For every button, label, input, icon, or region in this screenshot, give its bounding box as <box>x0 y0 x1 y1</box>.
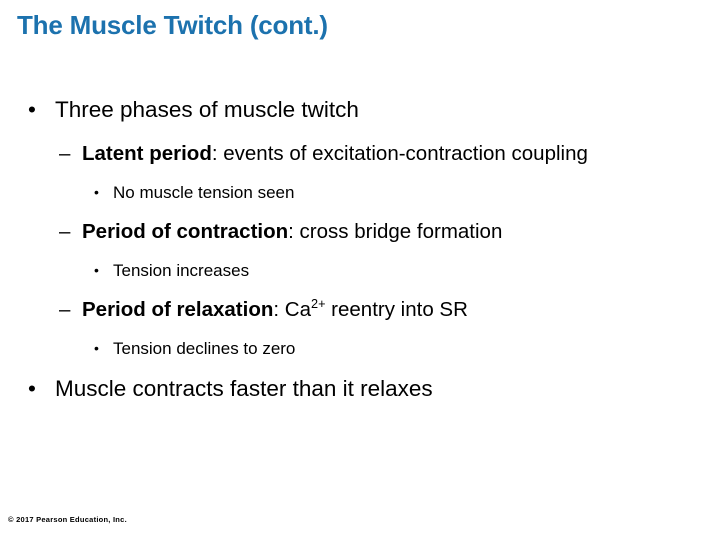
bullet-text-emphasis: Latent period <box>82 142 212 165</box>
bullet-text-emphasis: Period of contraction <box>82 220 289 243</box>
spacer <box>0 171 720 181</box>
spacer <box>0 131 720 140</box>
bullet-text: Three phases of muscle twitch <box>55 97 359 122</box>
bullet-dash-icon: – <box>59 298 71 321</box>
bullet-dot-icon: • <box>28 376 36 401</box>
bullet-dot-icon: • <box>94 262 99 278</box>
page-title: The Muscle Twitch (cont.) <box>17 10 328 40</box>
bullet-text: Muscle contracts faster than it relaxes <box>55 376 433 401</box>
bullet-dot-icon: • <box>94 184 99 200</box>
bullet-dash-icon: – <box>59 220 71 243</box>
bullet-text-rest: : cross bridge formation <box>288 220 503 243</box>
bullet-dot-icon: • <box>28 97 36 122</box>
bullet-text: Latent period: events of excitation-cont… <box>82 140 720 167</box>
bullet-text: Tension increases <box>113 261 250 280</box>
bullet-level3-tension-increases: • Tension increases <box>0 259 720 282</box>
bullet-level2-latent-period: – Latent period: events of excitation-co… <box>0 140 720 167</box>
spacer <box>0 364 720 374</box>
bullet-dot-icon: • <box>94 340 99 356</box>
bullet-text-rest: : events of excitation-contraction coupl… <box>211 142 588 165</box>
spacer <box>0 208 720 218</box>
bullet-text: Period of contraction: cross bridge form… <box>82 218 720 245</box>
spacer <box>0 327 720 337</box>
spacer <box>0 286 720 296</box>
spacer <box>0 249 720 259</box>
bullet-text: No muscle tension seen <box>113 183 295 202</box>
bullet-text: Tension declines to zero <box>113 339 296 358</box>
bullet-level2-period-of-contraction: – Period of contraction: cross bridge fo… <box>0 218 720 245</box>
bullet-text-rest-before-superscript: : Ca <box>273 298 311 321</box>
bullet-level1-muscle-contracts-faster: • Muscle contracts faster than it relaxe… <box>0 374 720 404</box>
bullet-level3-no-muscle-tension: • No muscle tension seen <box>0 181 720 204</box>
bullet-level3-tension-declines: • Tension declines to zero <box>0 337 720 360</box>
content-outline: • Three phases of muscle twitch – Latent… <box>0 95 720 410</box>
bullet-level2-period-of-relaxation: – Period of relaxation: Ca2+ reentry int… <box>0 296 720 323</box>
superscript-charge: 2+ <box>311 296 326 312</box>
bullet-text-rest-after-superscript: reentry into SR <box>325 298 468 321</box>
copyright-footer: © 2017 Pearson Education, Inc. <box>8 515 127 524</box>
bullet-text-emphasis: Period of relaxation <box>82 298 274 321</box>
bullet-level1-three-phases: • Three phases of muscle twitch <box>0 95 720 125</box>
bullet-text: Period of relaxation: Ca2+ reentry into … <box>82 296 720 323</box>
bullet-dash-icon: – <box>59 142 71 165</box>
